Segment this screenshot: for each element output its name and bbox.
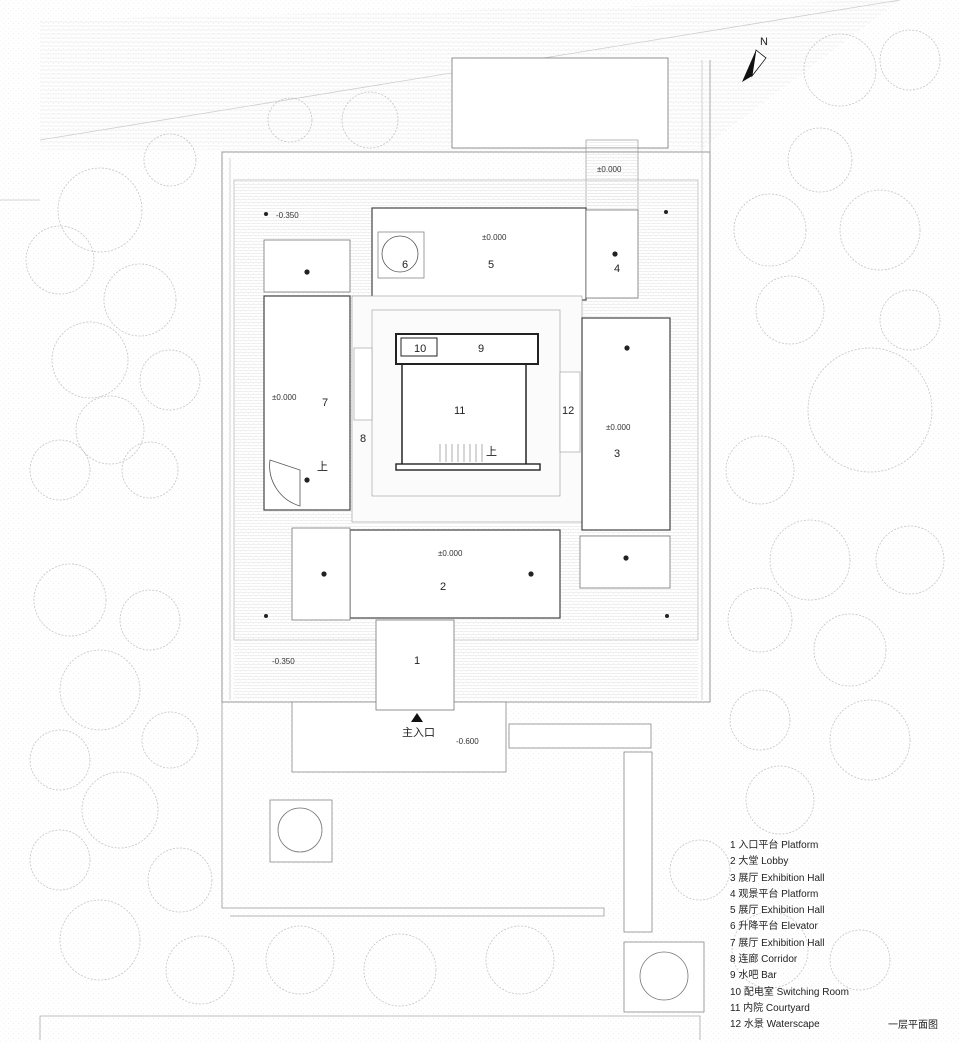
legend-item: 5 展厅 Exhibition Hall	[730, 905, 825, 917]
room-label-5: 5	[488, 259, 494, 271]
legend-item: 2 大堂 Lobby	[730, 856, 789, 868]
legend-item: 10 配电室 Switching Room	[730, 986, 849, 998]
entrance-platform	[375, 619, 455, 711]
trees	[25, 29, 945, 1007]
level-exhibition-5: ±0.000	[482, 233, 507, 242]
north-label: N	[760, 36, 768, 48]
room-label-4: 4	[614, 263, 620, 275]
entrance-label: 主入口	[402, 726, 435, 739]
plan-title: 一层平面图	[888, 1020, 938, 1031]
legend-item: 1 入口平台 Platform	[730, 840, 819, 851]
north-building	[451, 57, 669, 149]
level-entrance-plaza: -0.600	[456, 737, 479, 746]
legend-item: 8 连廊 Corridor	[730, 954, 798, 966]
legend-item: 4 观景平台 Platform	[730, 888, 819, 900]
level-terrace-sw: -0.350	[272, 657, 295, 666]
entrance-arrow-icon	[411, 713, 423, 722]
level-terrace-nw: -0.350	[276, 211, 299, 220]
level-exhibition-7: ±0.000	[272, 393, 297, 402]
room-label-9: 9	[478, 343, 484, 355]
legend-item: 12 水景 Waterscape	[730, 1019, 820, 1031]
room-label-11: 11	[454, 405, 465, 417]
room-label-3: 3	[614, 448, 620, 460]
columns	[264, 210, 669, 618]
room-label-10: 10	[414, 343, 426, 355]
room-label-1: 1	[414, 655, 420, 667]
legend-item: 7 展厅 Exhibition Hall	[730, 937, 825, 949]
room-label-6: 6	[402, 259, 408, 271]
stair-up-court: 上	[486, 445, 497, 458]
spiral-stair	[269, 459, 301, 507]
room-label-2: 2	[440, 581, 446, 593]
legend-item: 11 内院 Courtyard	[730, 1002, 810, 1014]
stair-up-west: 上	[317, 460, 328, 473]
level-lobby: ±0.000	[438, 549, 463, 558]
level-exhibition-3: ±0.000	[606, 423, 631, 432]
feature-trees	[277, 807, 689, 1001]
legend: 1 入口平台 Platform 2 大堂 Lobby 3 展厅 Exhibition…	[730, 838, 890, 1034]
legend-item: 6 升降平台 Elevator	[730, 921, 818, 933]
room-label-7: 7	[322, 397, 328, 409]
room-label-12: 12	[562, 405, 574, 417]
level-north-stair: ±0.000	[597, 165, 622, 174]
entrance-plaza	[291, 701, 507, 773]
legend-item: 9 水吧 Bar	[730, 970, 777, 982]
courtyard-stair	[439, 444, 483, 462]
legend-item: 3 展厅 Exhibition Hall	[730, 872, 825, 884]
waterscape	[559, 371, 581, 453]
north-arrow	[742, 49, 767, 82]
room-label-8: 8	[360, 433, 366, 445]
